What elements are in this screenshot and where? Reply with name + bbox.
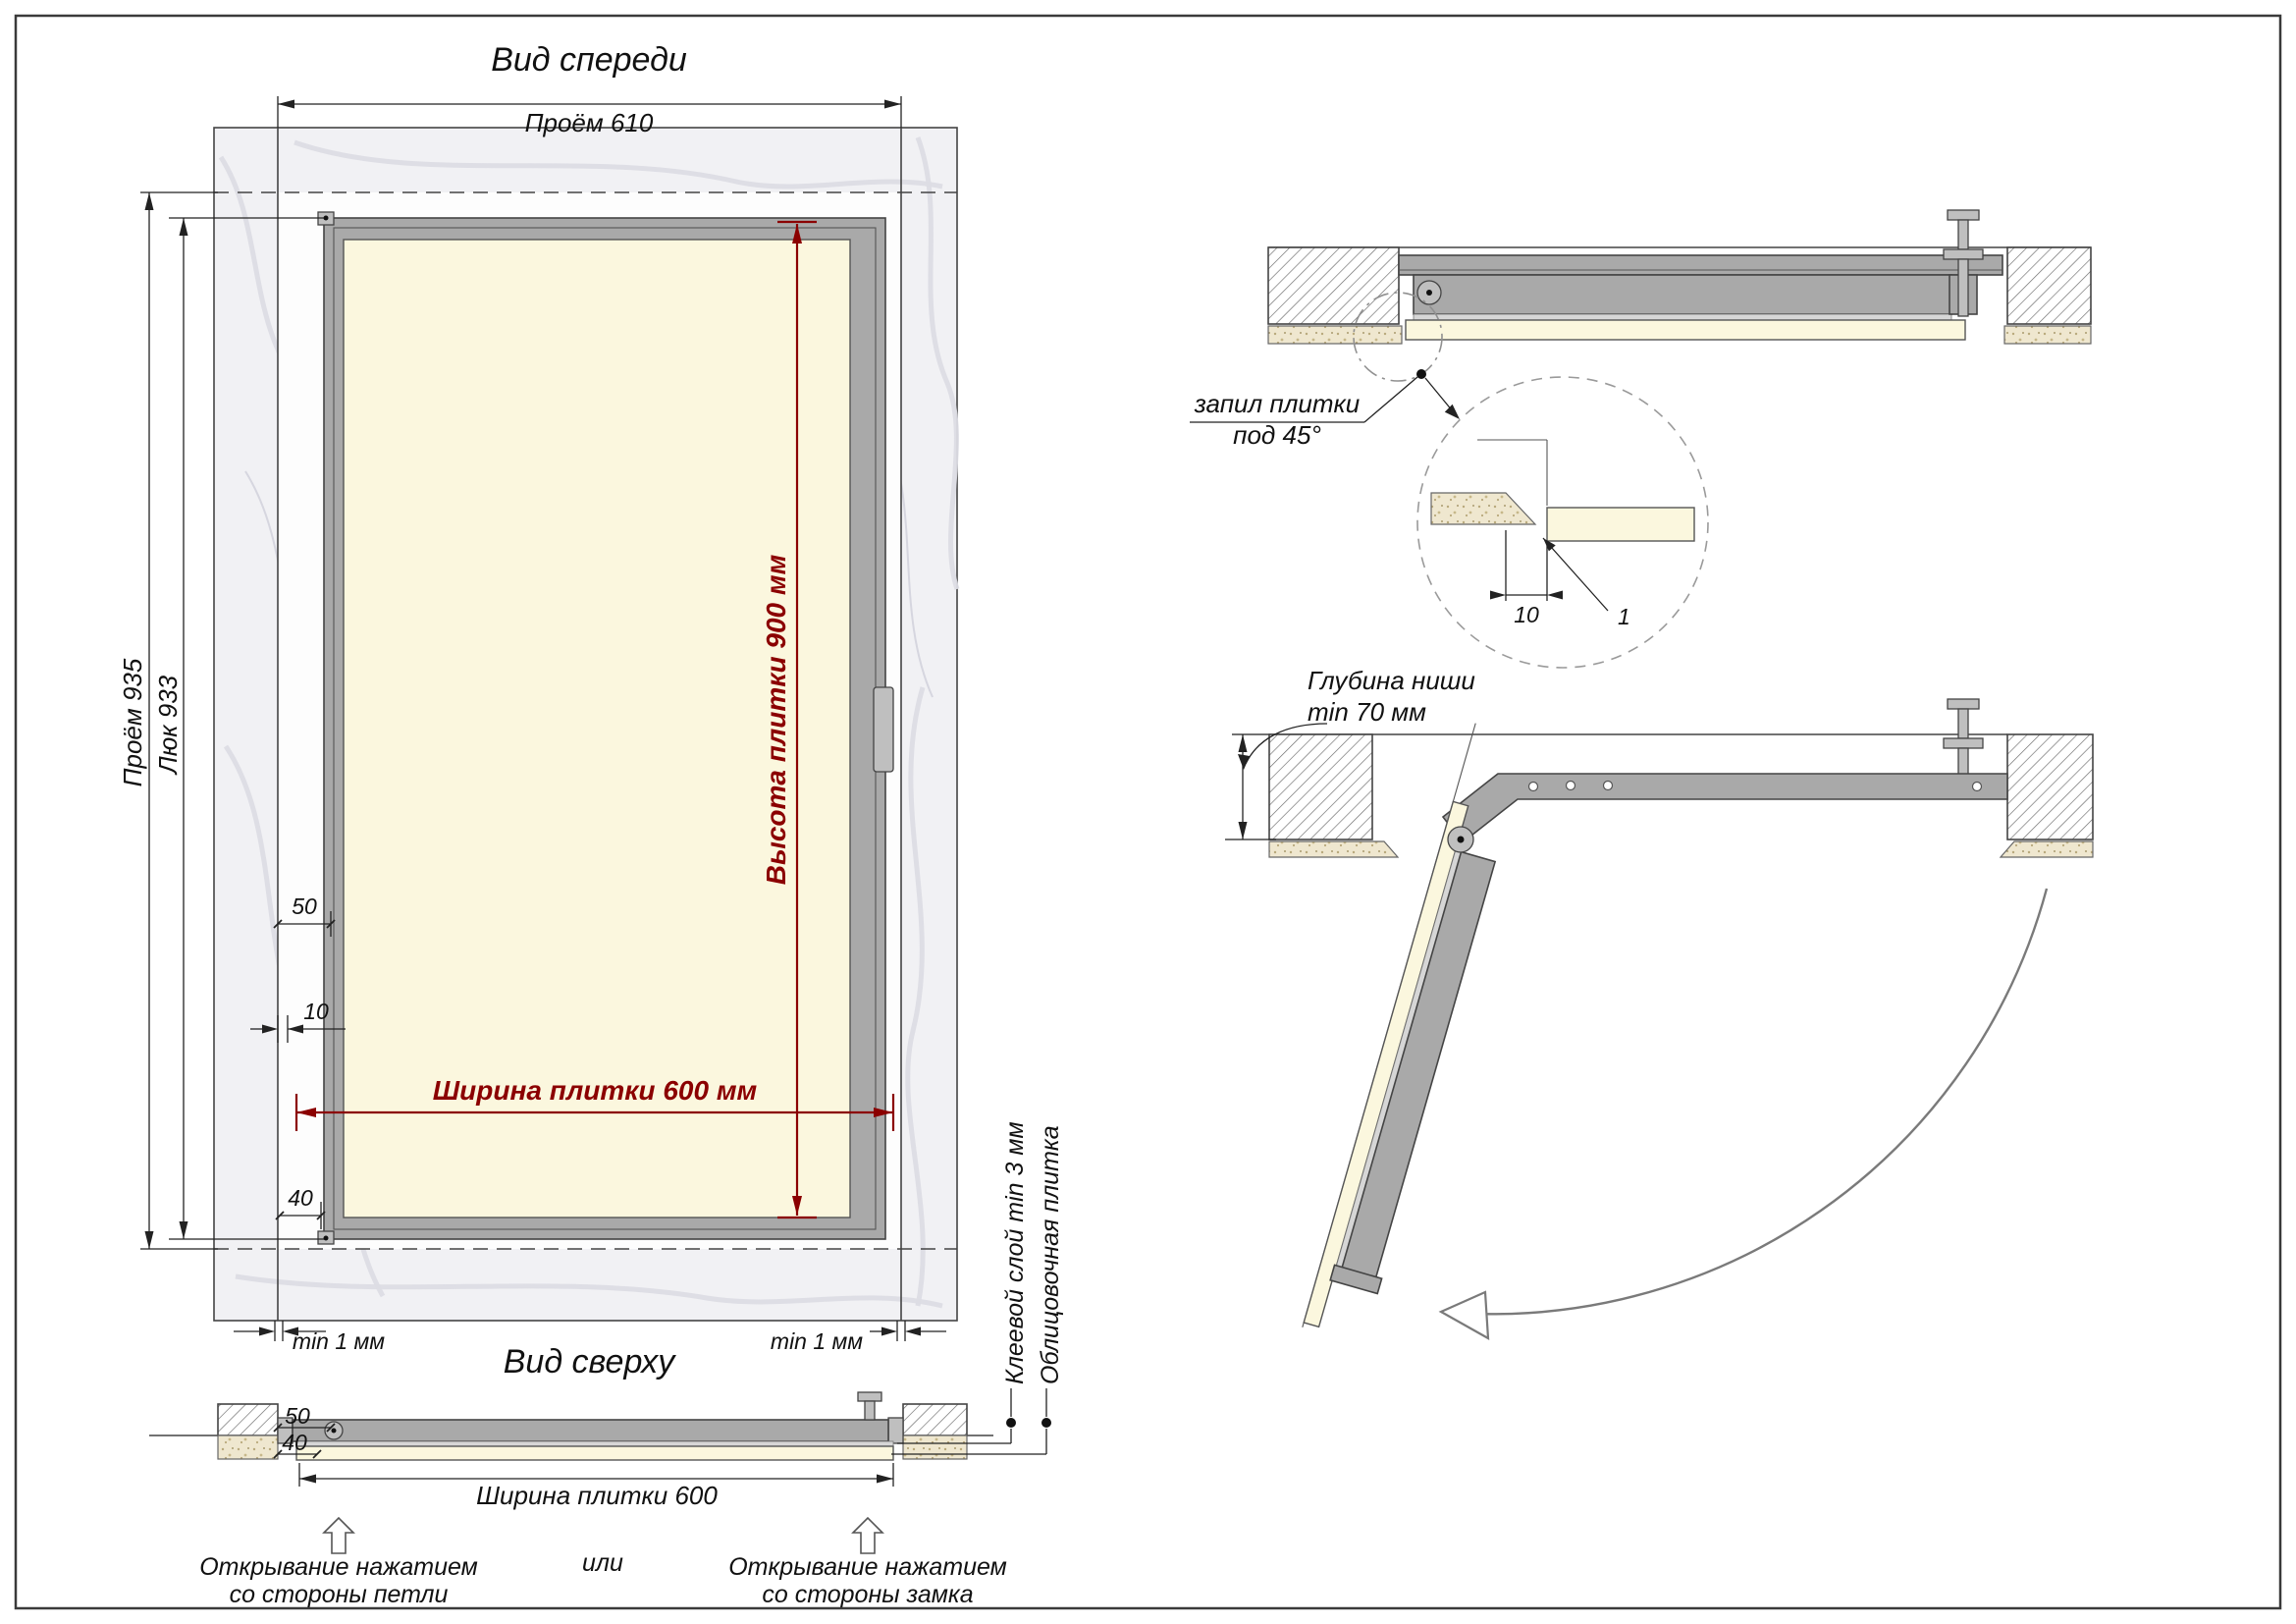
open-swing-arrow — [1438, 888, 2049, 1340]
front-dim-min1-right: min 1 мм — [771, 1321, 946, 1354]
detail-view-circle — [1416, 376, 1709, 669]
top-door-panel — [292, 1419, 889, 1442]
detail-wall-tile — [1430, 492, 1537, 525]
top-dim-40: 40 — [273, 1430, 322, 1459]
closed-wall-tile-left — [1267, 325, 1403, 345]
top-open-lock-arrow — [851, 1516, 884, 1554]
tile-cut-label-1: запил плитки — [1194, 389, 1360, 418]
front-dim-opening-height: Проём 935 — [118, 191, 218, 1250]
adhesive-layer-label: Клеевой слой min 3 мм — [1001, 1121, 1029, 1384]
front-hatch-tile — [343, 239, 851, 1218]
top-open-hinge-label-2: со стороны петли — [230, 1581, 449, 1608]
section-closed: запил плитки под 45° 10 1 — [1190, 209, 2092, 669]
closed-door-tile — [1405, 319, 1966, 341]
front-view: Вид спереди — [118, 41, 960, 1354]
front-dim-hatch-height: Люк 933 — [153, 217, 324, 1240]
niche-depth-label-1: Глубина ниши — [1308, 666, 1475, 695]
top-dim-tile-width: Ширина плитки 600 — [298, 1463, 894, 1510]
top-lock-bolt — [857, 1391, 882, 1402]
open-lock-bolt — [1943, 698, 1984, 777]
front-dim-tile-width: Ширина плитки 600 мм — [294, 1075, 895, 1131]
top-adhesive-layer — [295, 1440, 894, 1447]
closed-wall-tile-right — [2003, 325, 2092, 345]
top-layer-leaders: Клеевой слой min 3 мм Облицовочная плитк… — [891, 1121, 1064, 1455]
top-open-lock-label-2: со стороны замка — [762, 1581, 973, 1608]
open-door-tile — [1303, 800, 1469, 1328]
top-open-lock-label-1: Открывание нажатием — [728, 1553, 1007, 1581]
closed-lock-bolt — [1943, 209, 1984, 317]
detail-door-tile — [1546, 507, 1695, 542]
open-door-panel — [1337, 850, 1497, 1290]
top-view-title: Вид сверху — [504, 1343, 677, 1380]
front-lock-handle — [873, 686, 894, 773]
open-frame-bar — [1441, 773, 2008, 844]
top-door-tile — [295, 1445, 894, 1461]
front-dim-10: 10 — [250, 999, 346, 1043]
open-wall-tile-left — [1268, 840, 1400, 858]
tile-cut-label-2: под 45° — [1233, 420, 1321, 450]
top-wall-left — [217, 1403, 279, 1436]
up-arrow-icon — [851, 1516, 884, 1554]
top-wall-right — [902, 1403, 968, 1436]
front-dim-min1-right-label: min 1 мм — [771, 1328, 863, 1354]
front-dim-40-label: 40 — [288, 1185, 313, 1211]
closed-door-panel — [1413, 274, 1952, 315]
detail-marker-circle — [1353, 292, 1443, 382]
front-dim-opening-width: Проём 610 — [277, 96, 902, 137]
niche-depth-label-2: min 70 мм — [1308, 697, 1426, 727]
top-view-drawing — [149, 1391, 993, 1461]
top-wall-tile-right — [902, 1435, 968, 1460]
swing-arrowhead — [1438, 1290, 1490, 1340]
section-open: Глубина ниши min 70 мм — [1225, 666, 2094, 1340]
top-dim-40-label: 40 — [282, 1430, 307, 1455]
front-dim-tile-height-label: Высота плитки 900 мм — [761, 554, 791, 885]
open-wall-right — [2006, 733, 2094, 840]
front-dim-40: 40 — [275, 1185, 326, 1229]
front-dim-min1-left: min 1 мм — [234, 1321, 385, 1354]
closed-frame-bar — [1398, 254, 2003, 276]
open-dim-niche-depth: Глубина ниши min 70 мм — [1225, 666, 1475, 840]
top-or-label: или — [582, 1549, 623, 1577]
page-border — [14, 14, 2282, 1610]
top-open-hinge-label-1: Открывание нажатием — [199, 1553, 478, 1581]
front-dim-min1-left-label: min 1 мм — [293, 1328, 385, 1354]
front-dim-50: 50 — [273, 893, 336, 937]
top-view: Вид сверху 50 40 — [149, 1121, 1064, 1608]
open-wall-left — [1268, 733, 1373, 840]
up-arrow-icon — [322, 1516, 355, 1554]
front-dim-opening-height-label: Проём 935 — [118, 658, 147, 786]
front-dim-tile-height: Высота плитки 900 мм — [761, 220, 817, 1219]
front-dim-10-label: 10 — [303, 999, 329, 1024]
top-dim-50: 50 — [273, 1403, 336, 1433]
top-dim-tile-width-label: Ширина плитки 600 — [476, 1481, 718, 1510]
front-dim-opening-width-label: Проём 610 — [525, 108, 654, 137]
closed-detail-callout: запил плитки под 45° — [1190, 292, 1460, 450]
front-dim-50-label: 50 — [292, 893, 317, 919]
open-door-end-cap — [1329, 1264, 1383, 1295]
open-wall-tile-right — [1999, 840, 2094, 858]
closed-adhesive-layer — [1413, 313, 1952, 321]
front-hatch — [317, 211, 894, 1245]
closed-wall-right — [2006, 246, 2092, 325]
front-dim-hatch-height-label: Люк 933 — [153, 675, 183, 776]
top-dim-50-label: 50 — [285, 1403, 310, 1429]
closed-wall-left — [1267, 246, 1400, 325]
top-wall-tile-left — [217, 1435, 279, 1460]
top-open-hinge-arrow — [322, 1516, 355, 1554]
detail-dim-gap-label: 1 — [1618, 604, 1630, 629]
detail-dim-overlap-label: 10 — [1514, 602, 1539, 627]
front-dim-tile-width-label: Ширина плитки 600 мм — [433, 1075, 758, 1106]
front-view-title: Вид спереди — [491, 41, 687, 79]
detail-view: 10 1 — [1416, 376, 1709, 669]
facing-tile-label: Облицовочная плитка — [1037, 1125, 1064, 1384]
